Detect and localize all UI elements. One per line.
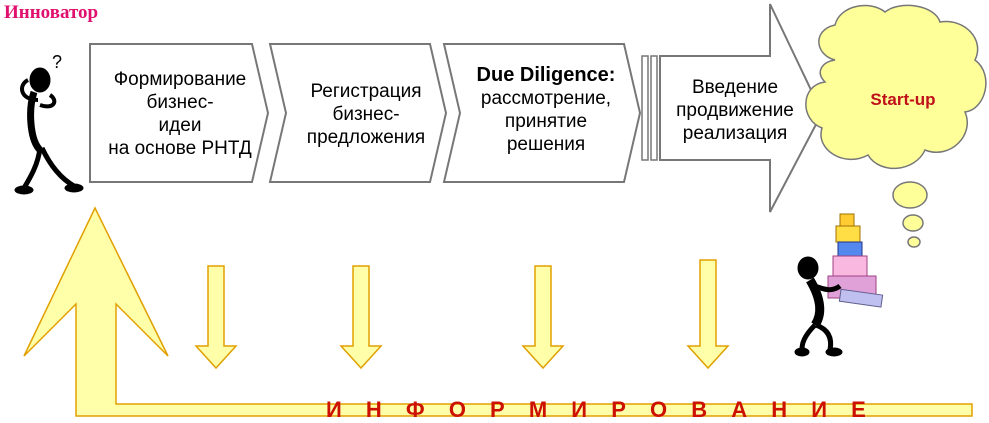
- down-arrow-1: [194, 265, 238, 370]
- step-3-shape: [442, 43, 642, 183]
- step-4-label: Введение продвижение реализация: [676, 77, 794, 144]
- thinking-person-icon: ?: [14, 52, 84, 195]
- feedback-arrow: [23, 206, 973, 417]
- separator-bar: [650, 55, 658, 161]
- thought-cloud-icon: [805, 4, 987, 248]
- down-arrow-3: [521, 265, 565, 370]
- down-arrow-4: [686, 259, 730, 370]
- step-3-label: Due Diligence: рассмотрение, принятие ре…: [476, 64, 616, 155]
- down-arrow-2: [339, 265, 383, 370]
- step-2-shape: [268, 43, 448, 183]
- step-4-arrow: [659, 3, 824, 213]
- separator-bar: [641, 55, 649, 161]
- feedback-label: И Н Ф О Р М И Р О В А Н И Е: [326, 397, 875, 422]
- step-2-label: Регистрация бизнес- предложения: [306, 81, 426, 148]
- step-1-shape: [89, 43, 270, 183]
- svg-text:?: ?: [52, 52, 62, 72]
- startup-label: Start-up: [870, 90, 936, 109]
- person-carrying-gifts-icon: [794, 213, 884, 357]
- innovator-title: Инноватор: [4, 2, 99, 23]
- step-1-label: Формирование бизнес- идеи на основе РНТД: [108, 69, 252, 159]
